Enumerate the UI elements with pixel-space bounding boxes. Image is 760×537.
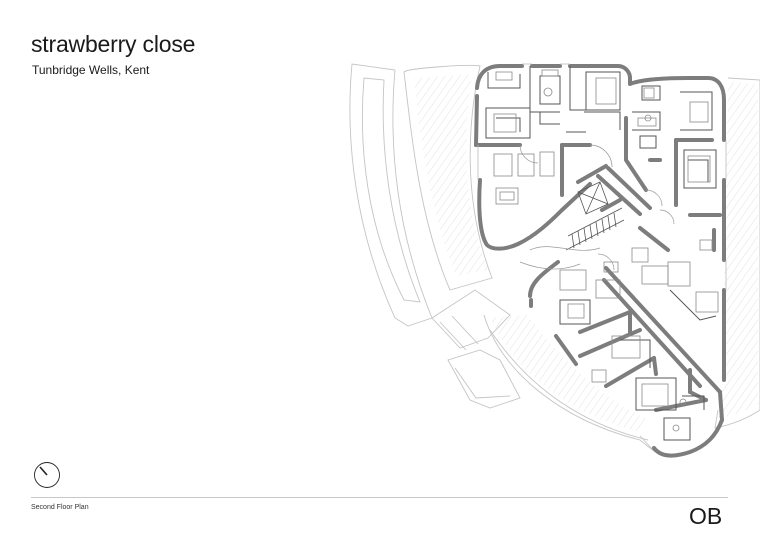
stair [565,181,625,251]
project-title: strawberry close [31,31,196,57]
north-arrow-icon [34,462,60,488]
project-location: Tunbridge Wells, Kent [32,63,150,77]
drawing-caption: Second Floor Plan [31,504,89,511]
door-swings [519,144,675,271]
windows [477,63,727,290]
terrace-hatching [414,74,758,432]
structural-walls [474,64,726,458]
footer-divider [31,497,728,498]
furniture [493,69,719,432]
studio-logo: OB [689,503,723,529]
partitions [485,66,717,441]
